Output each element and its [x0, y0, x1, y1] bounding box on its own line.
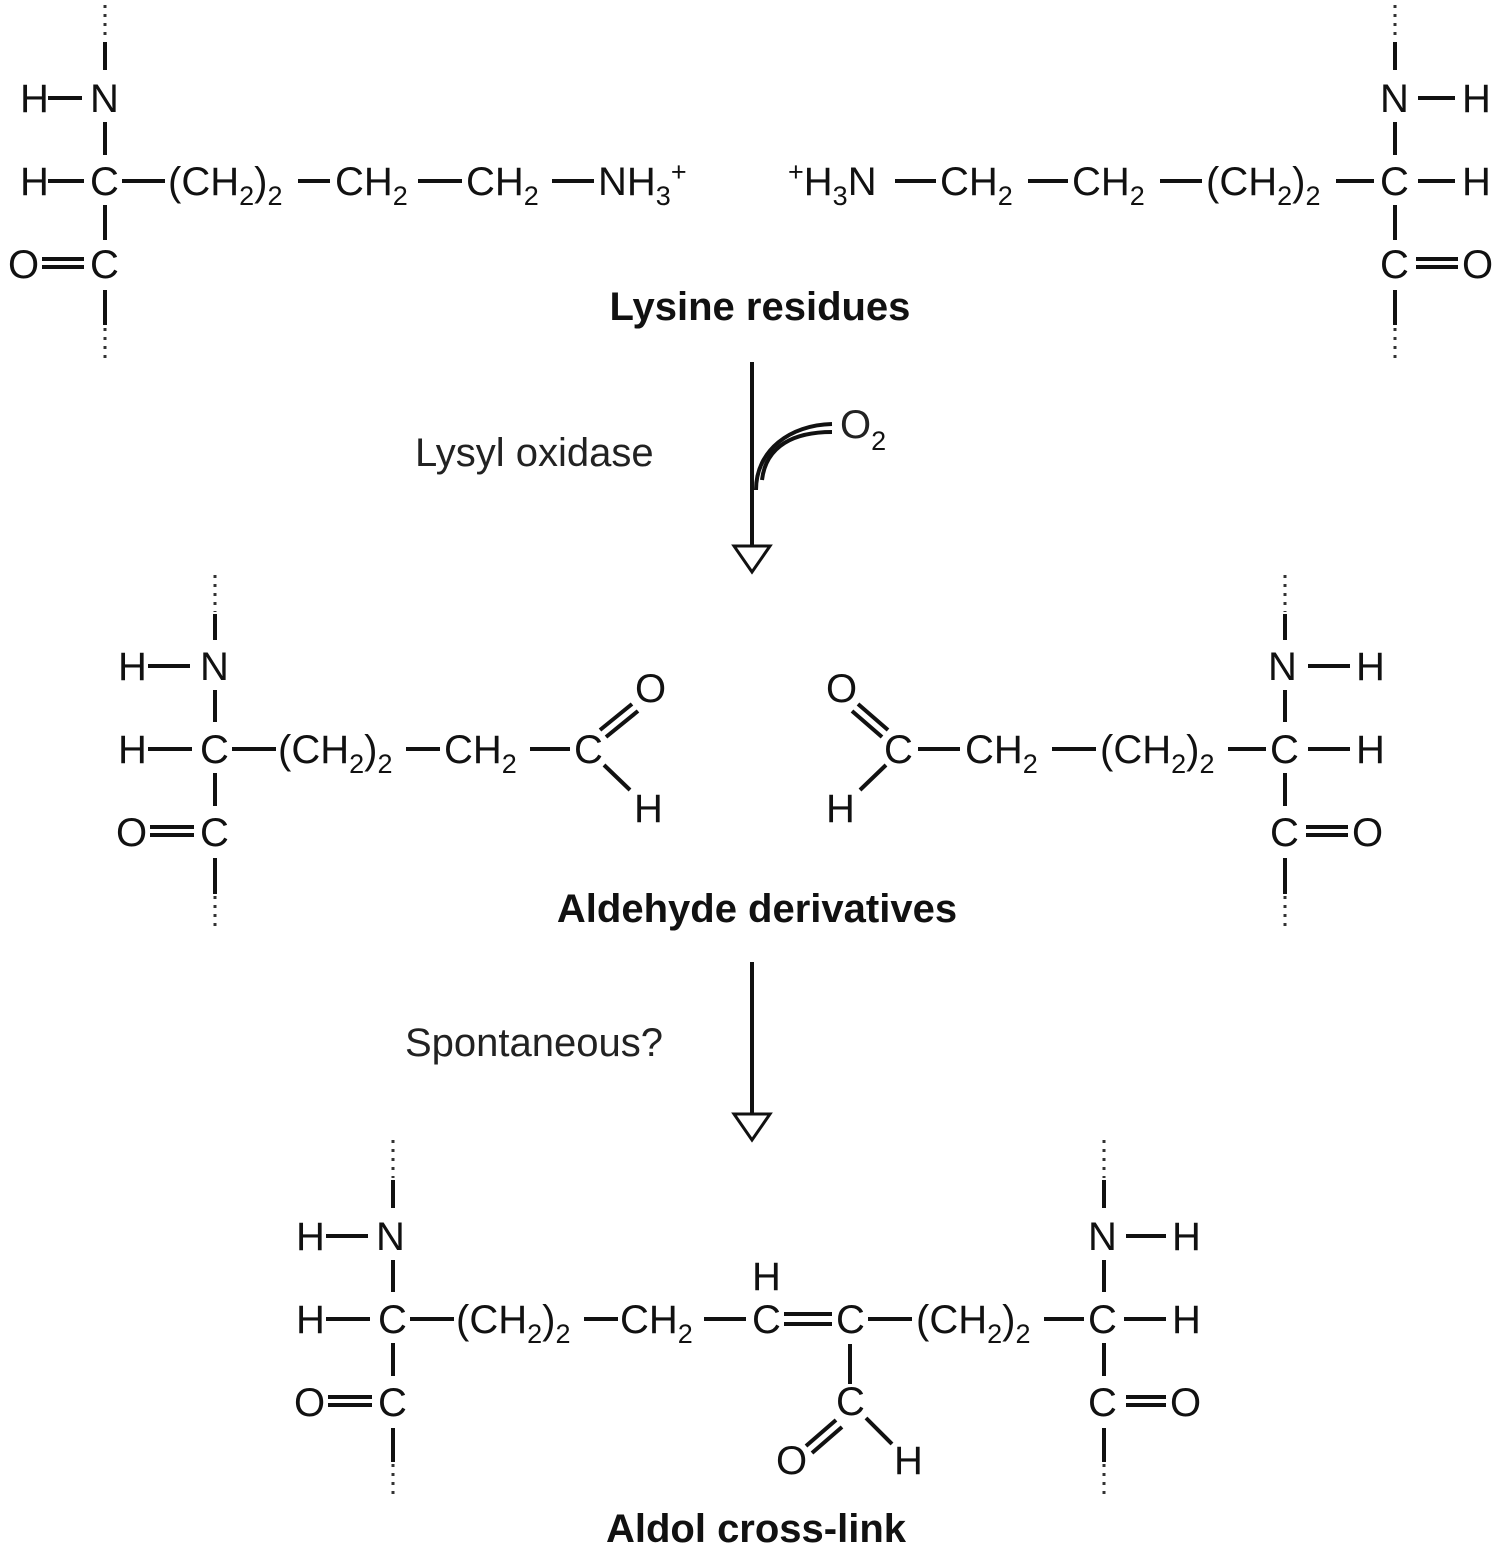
aldehyde-derivative-left: H N H C (CH2)2 CH2 C O H O C	[116, 575, 666, 932]
group-ch2-paren: (CH2)2	[1100, 728, 1214, 779]
atom-c-carbonyl: C	[378, 1381, 407, 1425]
lysine-residue-right: N H +H3N CH2 CH2 (CH2)2 C H C O	[788, 5, 1493, 360]
group-ch2: CH2	[1072, 160, 1145, 211]
atom-h: H	[20, 77, 49, 121]
atom-n: N	[200, 645, 229, 689]
atom-c-carbonyl: C	[90, 243, 119, 287]
aldehyde-derivative-right: N H O C H CH2 (CH2)2 C H C O	[826, 575, 1385, 932]
atom-h: H	[118, 645, 147, 689]
atom-c-aldehyde: C	[574, 728, 603, 772]
group-ch2: CH2	[466, 160, 539, 211]
atom-h: H	[826, 787, 855, 831]
step-label-lysyl-oxidase: Lysyl oxidase	[415, 431, 654, 475]
reagent-o2: O2	[840, 403, 886, 456]
atom-c-carbonyl: C	[1270, 811, 1299, 855]
o2-consumption-arrow	[754, 422, 833, 491]
atom-c-alpha: C	[90, 160, 119, 204]
group-ch2: CH2	[620, 1298, 693, 1349]
atom-h: H	[1172, 1215, 1201, 1259]
atom-o: O	[294, 1381, 325, 1425]
reaction-arrow-2	[731, 962, 773, 1143]
atom-h: H	[118, 728, 147, 772]
group-ch2: CH2	[335, 160, 408, 211]
group-ch2-paren: (CH2)2	[456, 1298, 570, 1349]
atom-o: O	[776, 1439, 807, 1483]
arrow-head	[731, 544, 773, 575]
arrow-head	[731, 1112, 773, 1143]
atom-h: H	[634, 787, 663, 831]
atom-c-vinyl: C	[836, 1298, 865, 1342]
atom-c-alpha: C	[1270, 728, 1299, 772]
stage-label-aldol: Aldol cross-link	[606, 1507, 907, 1551]
group-ch2: CH2	[940, 160, 1013, 211]
atom-o: O	[635, 667, 666, 711]
atom-h: H	[296, 1215, 325, 1259]
group-ch2: CH2	[444, 728, 517, 779]
atom-o: O	[1352, 811, 1383, 855]
atom-c-aldehyde: C	[836, 1380, 865, 1424]
atom-h: H	[296, 1298, 325, 1342]
atom-o: O	[1170, 1381, 1201, 1425]
atom-c-alpha: C	[200, 728, 229, 772]
lysine-residue-left: H N H C (CH2)2 CH2 CH2 NH3+ O C	[8, 5, 687, 360]
atom-h: H	[1356, 728, 1385, 772]
reaction-arrow-1	[731, 362, 833, 575]
atom-h: H	[894, 1439, 923, 1483]
atom-h: H	[752, 1255, 781, 1299]
group-nh3-plus: NH3+	[598, 157, 687, 211]
group-ch2-paren: (CH2)2	[168, 160, 282, 211]
atom-h: H	[1462, 160, 1491, 204]
atom-c-vinyl: C	[752, 1298, 781, 1342]
atom-h: H	[1172, 1298, 1201, 1342]
group-ch2-paren: (CH2)2	[278, 728, 392, 779]
atom-h: H	[1356, 645, 1385, 689]
stage-label-aldehyde: Aldehyde derivatives	[557, 887, 957, 931]
group-ch2-paren: (CH2)2	[1206, 160, 1320, 211]
atom-c-carbonyl: C	[1088, 1381, 1117, 1425]
atom-c-alpha: C	[378, 1298, 407, 1342]
group-ch2: CH2	[965, 728, 1038, 779]
atom-n: N	[1380, 77, 1409, 121]
atom-h: H	[20, 160, 49, 204]
atom-o: O	[116, 811, 147, 855]
group-h3n-plus: +H3N	[788, 157, 877, 211]
atom-c-alpha: C	[1088, 1298, 1117, 1342]
atom-o: O	[8, 243, 39, 287]
stage-label-lysine: Lysine residues	[610, 285, 911, 329]
atom-n: N	[376, 1215, 405, 1259]
atom-n: N	[90, 77, 119, 121]
atom-c-carbonyl: C	[1380, 243, 1409, 287]
atom-c-carbonyl: C	[200, 811, 229, 855]
atom-n: N	[1088, 1215, 1117, 1259]
atom-c-alpha: C	[1380, 160, 1409, 204]
aldol-cross-link: H N H C (CH2)2 CH2 H C C (CH2)2 C H N H …	[294, 1140, 1201, 1500]
atom-h: H	[1462, 77, 1491, 121]
atom-o: O	[826, 667, 857, 711]
atom-c-aldehyde: C	[884, 728, 913, 772]
atom-n: N	[1268, 645, 1297, 689]
atom-o: O	[1462, 243, 1493, 287]
step-label-spontaneous: Spontaneous?	[405, 1021, 663, 1065]
group-ch2-paren: (CH2)2	[916, 1298, 1030, 1349]
